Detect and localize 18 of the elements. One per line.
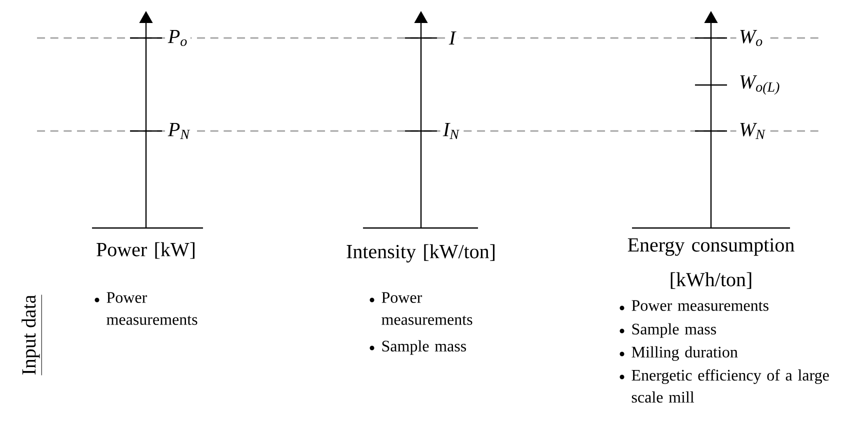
row-heading: Input data <box>22 294 42 376</box>
bullet-item: Milling duration <box>620 346 738 361</box>
axis-title: Power [kW] <box>96 242 194 259</box>
bullet-item: Sample mass <box>370 340 466 355</box>
level-label: I <box>446 28 458 48</box>
bullet-item: Power measurements <box>94 292 198 325</box>
axis-title: Energy consumption [kWh/ton] <box>628 238 794 289</box>
bullet-item: Power measurements <box>370 292 472 325</box>
level-label: W$_{o(L)}$ <box>736 72 784 98</box>
level-label: I$_{N}$ <box>440 120 462 142</box>
level-label: P$_{N}$ <box>165 120 193 142</box>
level-label: W$_{N}$ <box>736 120 768 142</box>
bullet-item: Power measurements <box>620 300 768 311</box>
bullet-item: Sample mass <box>620 323 716 338</box>
axis-title: Intensity [kW/ton] <box>346 244 494 262</box>
bullet-item: Energetic efficiency of a large scale mill <box>620 369 829 403</box>
level-label: P$_{o}$ <box>165 27 190 49</box>
level-label: W$_{o}$ <box>736 27 766 49</box>
